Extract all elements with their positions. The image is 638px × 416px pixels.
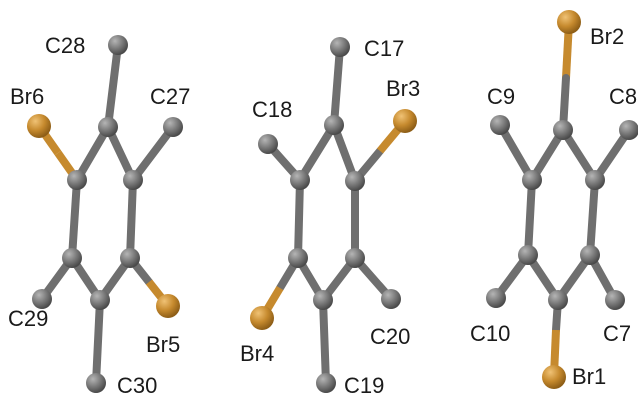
bond xyxy=(73,123,112,184)
atom-carbon xyxy=(123,170,143,190)
atom-label: C29 xyxy=(8,306,48,331)
bond xyxy=(68,176,81,262)
atom-label: C10 xyxy=(470,321,510,346)
bond xyxy=(319,296,330,387)
atom-label: C8 xyxy=(609,84,637,109)
atom-label: Br5 xyxy=(146,332,180,357)
bond xyxy=(104,41,122,131)
atom-carbon xyxy=(120,248,140,268)
atom-carbon xyxy=(288,248,308,268)
atom-bromine xyxy=(393,109,417,133)
bond xyxy=(92,296,104,387)
bond xyxy=(296,121,338,184)
bond xyxy=(330,43,344,129)
atom-bromine xyxy=(156,294,180,318)
bond xyxy=(126,176,137,262)
atom-carbon xyxy=(330,37,350,57)
atom-carbon xyxy=(548,290,568,310)
atom-carbon xyxy=(381,289,401,309)
atom-bromine xyxy=(542,365,566,389)
atom-bromine xyxy=(250,306,274,330)
atom-label: Br2 xyxy=(590,24,624,49)
atom-carbon xyxy=(67,170,87,190)
bond xyxy=(524,176,536,259)
atom-carbon xyxy=(585,170,605,190)
bond xyxy=(591,126,633,184)
molecule-1: C28 Br6 C27 C29 Br5 C30 xyxy=(8,33,190,398)
atom-carbon xyxy=(108,35,128,55)
atom-carbon xyxy=(580,245,600,265)
atom-carbon xyxy=(553,120,573,140)
atom-bromine xyxy=(27,114,51,138)
atom-carbon xyxy=(290,170,310,190)
atom-carbon xyxy=(90,290,110,310)
atom-label: C18 xyxy=(252,97,292,122)
atom-carbon xyxy=(619,120,638,140)
molecule-3: Br2 C9 C8 C10 C7 Br1 xyxy=(470,10,638,389)
atom-carbon xyxy=(345,171,365,191)
atom-carbon xyxy=(316,373,336,393)
atom-carbon xyxy=(258,134,278,154)
atom-carbon xyxy=(345,248,365,268)
atom-label: C7 xyxy=(603,321,631,346)
bond xyxy=(129,123,177,184)
atom-carbon xyxy=(518,245,538,265)
atom-label: C20 xyxy=(370,324,410,349)
atom-carbon xyxy=(486,288,506,308)
atom-carbon xyxy=(32,289,52,309)
atom-carbon xyxy=(62,248,82,268)
atom-bromine xyxy=(557,10,581,34)
bond xyxy=(294,176,304,262)
atom-label: C28 xyxy=(45,33,85,58)
atom-carbon xyxy=(163,117,183,137)
atom-carbon xyxy=(313,290,333,310)
molecule-2: C17 C18 Br3 Br4 C20 C19 xyxy=(240,36,420,398)
atom-label: C9 xyxy=(487,84,515,109)
atom-label: Br3 xyxy=(386,76,420,101)
atom-label: C30 xyxy=(117,373,157,398)
atom-label: Br4 xyxy=(240,341,274,366)
bond xyxy=(586,176,599,259)
atom-label: C17 xyxy=(364,36,404,61)
atom-carbon xyxy=(522,170,542,190)
atom-label: C19 xyxy=(344,373,384,398)
atom-carbon xyxy=(605,290,625,310)
atom-carbon xyxy=(490,115,510,135)
atom-carbon xyxy=(98,117,118,137)
atom-label: Br6 xyxy=(10,84,44,109)
atom-carbon xyxy=(86,373,106,393)
atom-label: C27 xyxy=(150,84,190,109)
atom-label: Br1 xyxy=(572,364,606,389)
bond xyxy=(496,121,536,184)
atom-carbon xyxy=(324,115,344,135)
